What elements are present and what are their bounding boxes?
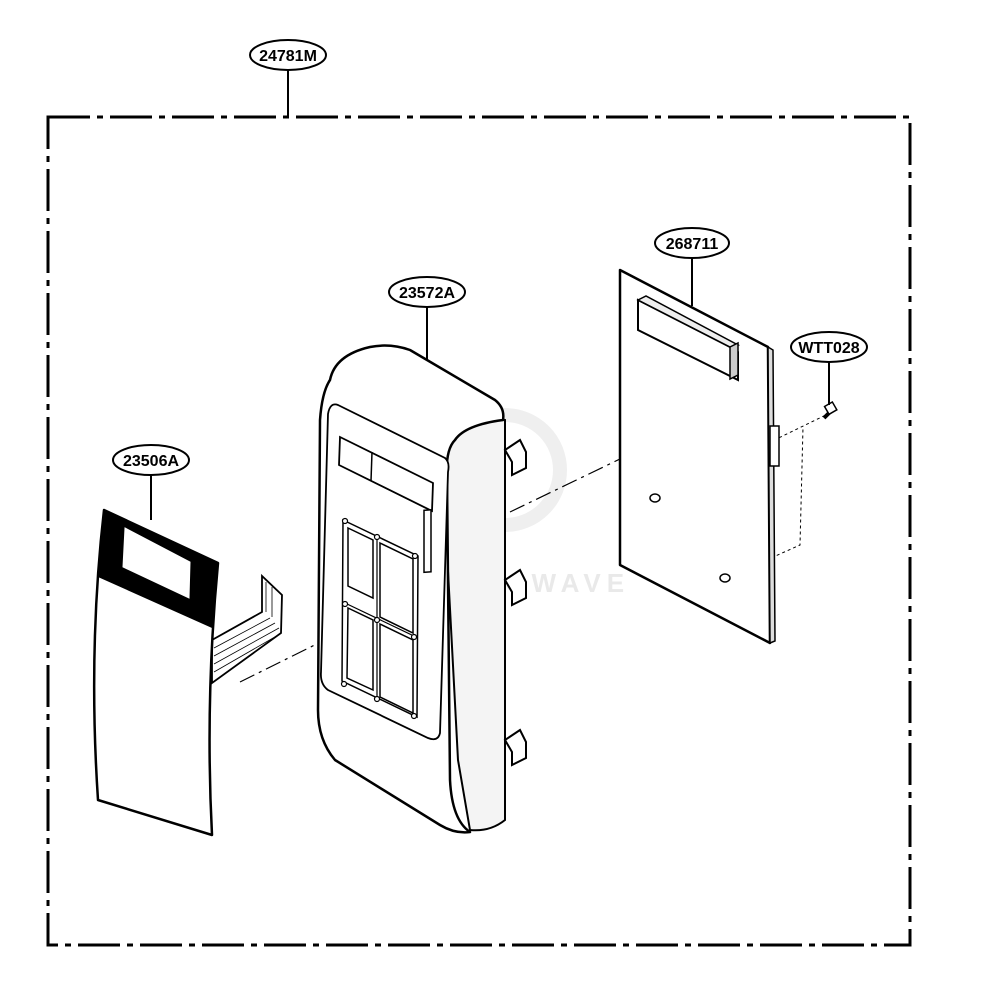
callout-24781m: 24781M — [249, 39, 327, 71]
controller-frame — [316, 344, 527, 834]
pcb-board-edge — [767, 345, 776, 645]
pcb-hole-lower — [719, 573, 731, 583]
callout-label-268711: 268711 — [666, 236, 719, 253]
frame-clips — [503, 438, 527, 767]
callout-23572a: 23572A — [388, 276, 466, 360]
frame-clip-middle — [503, 568, 527, 607]
membrane-display-window — [122, 527, 191, 599]
callout-wtt028: WTT028 — [790, 331, 868, 405]
pcb-side-tab — [769, 425, 780, 467]
callout-label-23506a: 23506A — [123, 453, 179, 470]
callout-23506a: 23506A — [112, 444, 190, 520]
callout-label-23572a: 23572A — [399, 285, 455, 302]
callout-label-wtt028: WTT028 — [798, 340, 859, 357]
callout-label-24781m: 24781M — [259, 48, 317, 65]
pcb-board — [618, 268, 780, 645]
membrane-ribbon-cable — [211, 573, 283, 685]
frame-display-window — [338, 435, 434, 513]
screw — [822, 401, 838, 420]
alignment-line-membrane-frame — [239, 624, 356, 683]
membrane-ribbon-lines — [213, 582, 281, 673]
assembly-boundary — [46, 115, 912, 947]
callout-268711: 268711 — [654, 227, 730, 306]
frame-clip-top — [503, 438, 527, 477]
screw-path-lower — [721, 426, 804, 581]
frame-clip-bottom — [503, 728, 527, 767]
pcb-hole-upper — [649, 493, 661, 503]
frame-keypad-nodes — [340, 517, 419, 720]
frame-slider — [423, 509, 432, 574]
pcb-connector — [636, 295, 741, 382]
membrane-keypad — [92, 508, 283, 837]
